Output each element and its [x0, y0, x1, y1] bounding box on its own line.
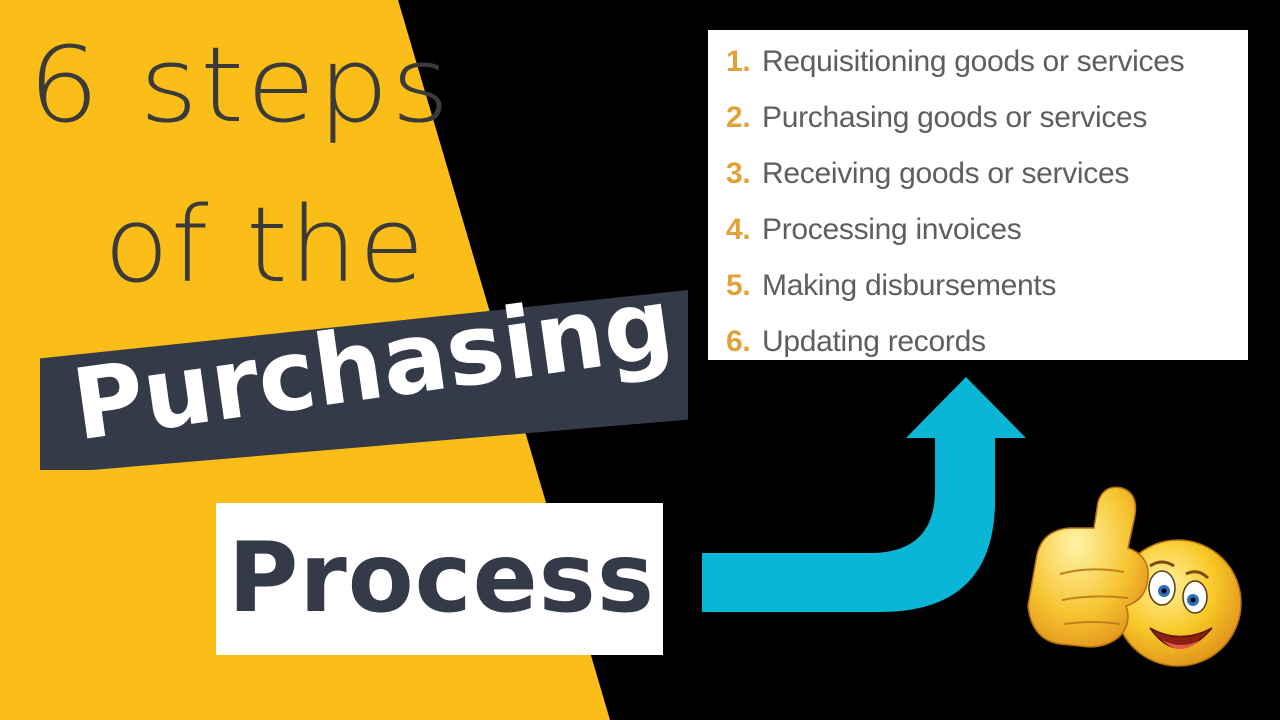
thumbs-up-smiley-icon — [1027, 486, 1242, 667]
step-item: 1. Requisitioning goods or services — [726, 34, 1248, 90]
step-number: 1. — [726, 45, 751, 78]
steps-card: 1. Requisitioning goods or services 2. Pur… — [708, 30, 1248, 360]
step-item: 2. Purchasing goods or services — [726, 90, 1248, 146]
step-label: Processing invoices — [762, 213, 1022, 246]
step-label: Updating records — [762, 325, 986, 358]
step-number: 3. — [726, 157, 751, 190]
curved-up-arrow-icon — [702, 377, 1026, 612]
step-label: Making disbursements — [762, 269, 1057, 302]
step-label: Requisitioning goods or services — [762, 45, 1185, 78]
title-process: Process — [228, 522, 655, 634]
step-item: 5. Making disbursements — [726, 258, 1248, 314]
step-number: 4. — [726, 213, 751, 246]
step-item: 3. Receiving goods or services — [726, 146, 1248, 202]
step-number: 6. — [726, 325, 751, 358]
process-box — [216, 503, 663, 655]
title-handwritten-line-2: of the — [104, 184, 427, 306]
step-number: 5. — [726, 269, 751, 302]
title-handwritten-line-1: 6 steps — [28, 24, 452, 146]
step-label: Receiving goods or services — [762, 157, 1130, 190]
step-label: Purchasing goods or services — [762, 101, 1148, 134]
step-number: 2. — [726, 101, 751, 134]
step-item: 6. Updating records — [726, 314, 1248, 370]
step-item: 4. Processing invoices — [726, 202, 1248, 258]
